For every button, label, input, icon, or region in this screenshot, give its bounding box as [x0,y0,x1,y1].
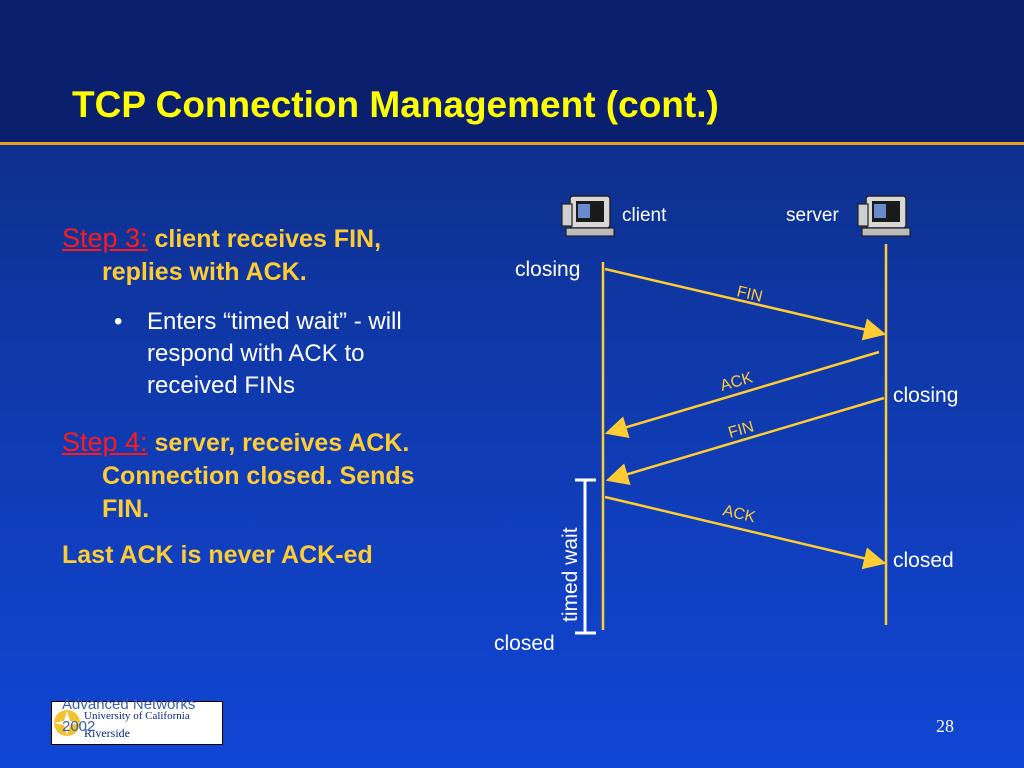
step3-label: Step 3: [62,223,148,253]
msg-fin-2-arrow [605,396,885,486]
ucr-logo: University of California Riverside [51,701,223,745]
footer-year: 2002 [62,718,96,735]
client-computer-icon [561,195,615,237]
bullet-line-2: respond with ACK to [147,340,365,367]
server-label: server [786,205,839,226]
step3-line1: client receives FIN, [154,225,382,253]
slide-title: TCP Connection Management (cont.) [72,84,719,125]
last-ack-note: Last ACK is never ACK-ed [62,541,373,569]
bullet-line-1: Enters “timed wait” - will [147,308,402,335]
msg-fin-1-label: FIN [735,283,764,305]
page-number: 28 [936,716,954,736]
step4-line3: FIN. [102,495,150,523]
msg-fin-2-label: FIN [726,418,755,441]
timed-wait-bracket [575,478,596,635]
timed-wait-bullet: • Enters “timed wait” - will respond wit… [114,306,474,402]
msg-ack-2-arrow [604,495,887,570]
msg-ack-2-label: ACK [721,502,757,526]
client-state-closing: closing [515,258,580,281]
footer-course-name: Advanced Networks [62,696,196,713]
server-computer-icon [857,195,911,237]
msg-fin-1-arrow [604,267,887,341]
step3-block: Step 3: client receives FIN, replies wit… [62,222,502,289]
step4-line1: server, receives ACK. [154,429,410,457]
timed-wait-label: timed wait [559,527,582,622]
bullet-marker: • [114,308,123,335]
title-divider [0,142,1024,145]
header-band [0,0,1024,143]
step3-line2: replies with ACK. [102,258,307,286]
step4-label: Step 4: [62,427,148,457]
logo-line2: Riverside [84,726,130,740]
step4-block: Step 4: server, receives ACK. Connection… [62,426,502,526]
logo-line1: University of California [84,710,190,722]
client-label: client [622,205,667,226]
step4-line2: Connection closed. Sends [102,462,415,490]
client-state-closed: closed [494,632,555,655]
server-state-closing: closing [893,384,958,407]
ucr-seal-icon: University of California Riverside [54,710,190,740]
msg-ack-1-arrow [604,350,880,439]
bullet-line-3: received FINs [147,372,296,399]
footer-course-text: Advanced Networks 2002 [62,694,195,738]
server-state-closed: closed [893,549,954,572]
